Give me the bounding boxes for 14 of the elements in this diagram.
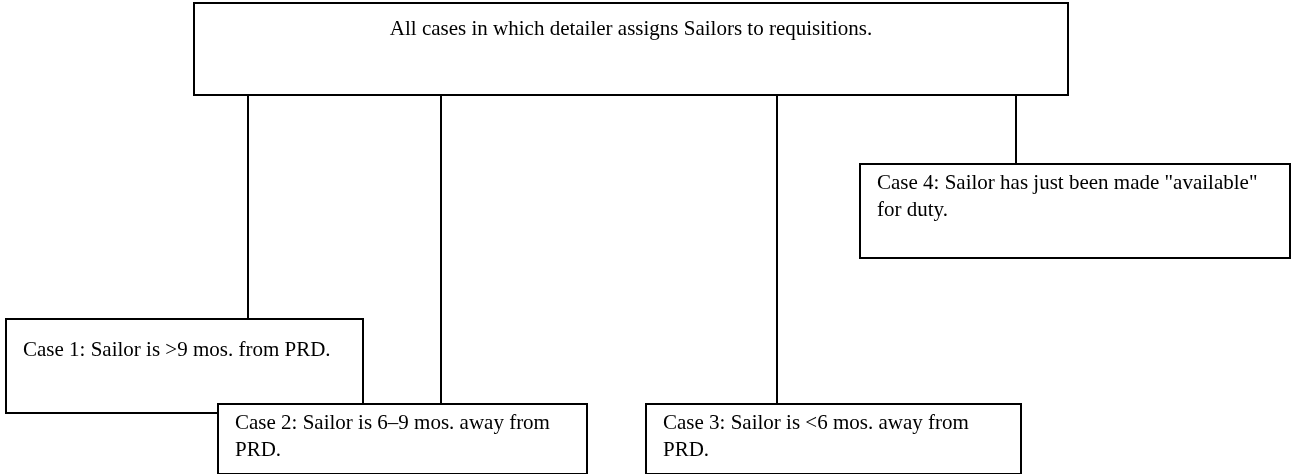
box-text: All cases in which detailer assigns Sailors to requisitions. xyxy=(388,15,874,42)
connector-line xyxy=(440,95,442,404)
process-box xyxy=(193,2,1069,96)
box-text: Case 3: Sailor is <6 mos. away from PRD. xyxy=(663,409,970,463)
box-text: Case 4: Sailor has just been made "available" for duty. xyxy=(877,169,1259,223)
process-box xyxy=(217,403,588,474)
process-box xyxy=(859,163,1291,259)
connector-line xyxy=(247,95,249,319)
box-text: Case 2: Sailor is 6–9 mos. away from PRD. xyxy=(235,409,551,463)
process-box xyxy=(645,403,1022,474)
box-text: Case 1: Sailor is >9 mos. from PRD. xyxy=(23,336,332,363)
connector-line xyxy=(1015,95,1017,164)
connector-line xyxy=(776,95,778,404)
process-box xyxy=(5,318,364,414)
